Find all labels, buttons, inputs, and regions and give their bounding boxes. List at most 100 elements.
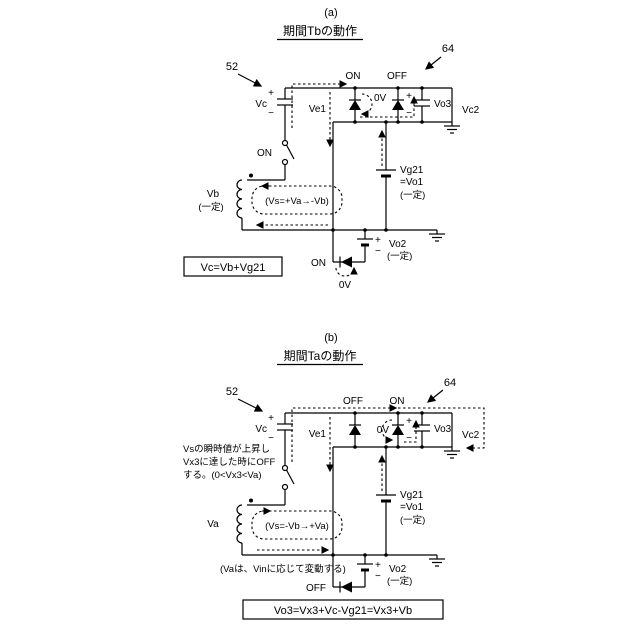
flow-annotations-b [251,404,485,554]
ref-52-label-b: 52 [226,386,238,398]
figure-a-title: 期間Tbの動作 [283,24,357,38]
figure-a: (a) 期間Tbの動作 52 64 [183,7,480,291]
flow-annotations-a [251,80,418,229]
figure-b: (b) 期間Taの動作 52 64 [183,332,485,620]
formula-box-b [242,599,444,620]
switch-note-line2-b: Vx3に達した時にOFF [183,456,276,468]
diode-bottom-b [339,581,352,593]
ref-52-arrow-b [237,398,264,412]
formula-b: Vo3=Vx3+Vc-Vg21=Vx3+Vb [274,605,412,617]
ground-right-b [444,450,460,459]
vc-plus-a: + [268,88,274,99]
switch-note-line3-b: する。(0<Vx3<Va) [183,470,262,481]
zero-volt-loop-top-b [381,419,394,444]
vg21-label-b: Vg21 [400,490,424,501]
zero-volt-loop-bottom-a [335,266,358,277]
vo3-label-b: Vo3 [434,424,452,435]
figure-b-label: (b) [324,332,337,344]
zero-volt-top-b: 0V [377,425,390,436]
inductor-b [236,498,253,544]
vo2-note-b: (一定) [387,575,412,587]
diode-bottom-state-b: OFF [306,583,326,594]
vo2-minus-a: − [375,246,381,257]
formula-a: Vc=Vb+Vg21 [201,262,266,274]
vg21-label-a: Vg21 [400,165,424,176]
capacitor-vo3-a [414,99,430,107]
vo3-plus-b: + [406,416,412,427]
diode-top-right-state-a: OFF [387,71,407,82]
vc2-label-b: Vc2 [462,430,480,441]
vo2-minus-b: − [375,571,381,582]
battery-vo2-b [357,563,373,572]
vc2-label-a: Vc2 [462,105,480,116]
vo2-note-a: (一定) [387,250,412,262]
ref-52-arrow-a [237,73,263,87]
ref-52-label-a: 52 [226,61,238,73]
va-note-b: (Vaは、Vinに応じて変動する) [220,563,346,575]
ref-64-arrow-b [427,389,444,403]
ground-bottom-b [429,555,445,567]
diode-top-left-b [349,424,361,435]
switch-a [281,139,295,166]
vs-equation-a: (Vs=+Va→-Vb) [265,196,329,207]
vg21-eq-b: =Vo1 [400,502,424,513]
zero-volt-bottom-a: 0V [339,280,352,291]
ve1-label-a: Ve1 [309,104,327,115]
ref-64-label-b: 64 [444,377,456,389]
switch-note-line1-b: Vsの瞬時値が上昇し [183,443,270,455]
switch-b [281,464,295,491]
vg21-eq-a: =Vo1 [400,177,424,188]
flow-top-right-b [404,419,420,443]
inductor-a [236,173,253,219]
coil-label-a: Vb [207,189,220,200]
zero-volt-loop-top-a [360,93,373,118]
vc-label-b: Vc [255,424,267,435]
diode-top-left-state-a: ON [346,71,361,82]
diode-top-right-b [392,424,404,435]
ref-64-arrow-a [425,56,442,70]
vo3-minus-b: − [406,433,412,444]
capacitor-vc-a [277,98,293,106]
figure-a-label: (a) [324,7,337,19]
vc-minus-b: − [268,433,274,444]
vs-equation-b: (Vs=-Vb→+Va) [265,521,329,532]
coil-label-b: Va [207,519,219,530]
flow-winding-loop-b [251,510,343,540]
ve1-label-b: Ve1 [309,429,327,440]
vc-minus-a: − [268,108,274,119]
flow-winding-loop-a [251,185,343,215]
battery-vg21-a [376,169,396,178]
diode-top-right-state-b: ON [390,396,405,407]
vo2-label-a: Vo2 [389,239,407,250]
junction-dots-a [331,86,424,232]
zero-volt-top-a: 0V [374,93,387,104]
ref-64-label-a: 64 [442,43,454,55]
coil-note-a: (一定) [198,201,223,213]
vo3-minus-a: − [406,108,412,119]
diode-bottom-a [339,256,352,268]
vo2-plus-b: + [375,560,381,571]
diode-top-right-a [392,99,404,110]
vc-plus-b: + [268,413,274,424]
vo3-plus-a: + [406,91,412,102]
vc-label-a: Vc [255,99,267,110]
flow-top-left-a [291,80,348,128]
ground-right-a [444,125,460,134]
diode-top-left-state-b: OFF [343,396,363,407]
figure-b-title: 期間Taの動作 [284,349,357,363]
winding-dot-b [249,498,253,503]
vo2-plus-a: + [375,235,381,246]
junction-dots-b [331,411,424,557]
flow-top-right-a [360,95,418,118]
capacitor-vc-b [277,423,293,431]
vo2-label-b: Vo2 [389,564,407,575]
switch-state-a: ON [257,148,272,159]
battery-vo2-a [357,238,373,247]
battery-vg21-b [376,494,396,503]
vg21-note-a: (一定) [400,189,425,201]
diode-top-left-a [349,99,361,110]
vo3-label-a: Vo3 [434,99,452,110]
vg21-note-b: (一定) [400,514,425,526]
